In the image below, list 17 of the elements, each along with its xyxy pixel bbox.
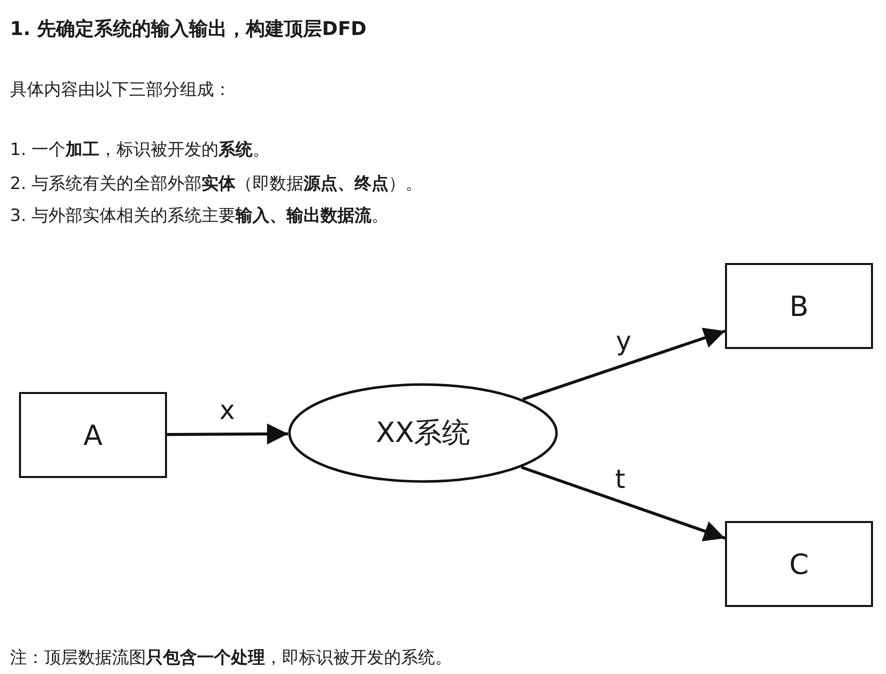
arrow xyxy=(520,466,726,542)
node-label: B xyxy=(789,290,809,322)
entity-box xyxy=(725,521,873,607)
note-text: 注：顶层数据流图只包含一个处理，即标识被开发的系统。 xyxy=(10,647,452,669)
paragraph: 具体内容由以下三部分组成： xyxy=(10,79,231,101)
process-ellipse xyxy=(288,383,558,483)
node-label: XX系统 xyxy=(376,415,470,451)
list-item: 2. 与系统有关的全部外部实体（即数据源点、终点）。 xyxy=(10,173,423,195)
arrow xyxy=(166,423,288,444)
arrow xyxy=(522,328,726,401)
node-label: A xyxy=(83,418,103,452)
heading: 1. 先确定系统的输入输出，构建顶层DFD xyxy=(10,17,367,42)
list-item: 3. 与外部实体相关的系统主要输入、输出数据流。 xyxy=(10,205,389,227)
node-label: C xyxy=(789,548,809,580)
entity-box xyxy=(725,263,873,349)
entity-box xyxy=(19,392,167,478)
list-item: 1. 一个加工，标识被开发的系统。 xyxy=(10,139,270,161)
